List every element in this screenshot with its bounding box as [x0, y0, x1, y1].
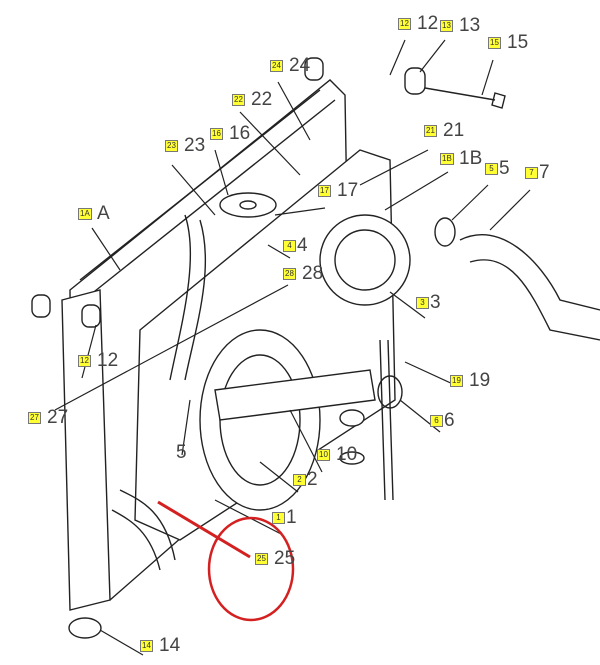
- callout-number: 23: [184, 135, 206, 156]
- callout-tag: 5: [485, 163, 498, 175]
- pressure-cap: [219, 192, 277, 218]
- upper-hose: [459, 234, 600, 341]
- callout-number: 10: [336, 444, 358, 465]
- bolt: [424, 87, 506, 109]
- callout-number: 5: [176, 442, 187, 463]
- callout-number: 24: [289, 55, 311, 76]
- mount-bushing: [404, 67, 426, 95]
- callout-number: 3: [430, 292, 441, 313]
- callout-tag: 6: [430, 415, 443, 427]
- callout-number: 25: [274, 548, 296, 569]
- callout-tag: 1: [272, 512, 285, 524]
- callout-tag: 25: [255, 553, 268, 565]
- callout-number: 5: [499, 158, 510, 179]
- hose-clamp: [434, 217, 456, 247]
- callout-tag: 10: [317, 449, 330, 461]
- callout-number: 12: [97, 350, 119, 371]
- callout-number: 2: [307, 469, 318, 490]
- callout-number: 22: [251, 89, 273, 110]
- fan-ring: [199, 329, 321, 511]
- callout-tag: 1B: [440, 153, 454, 165]
- radiator-top-tank: [79, 89, 336, 296]
- callout-number: 16: [229, 123, 251, 144]
- reservoir-hose: [169, 214, 207, 381]
- left-tank: [61, 289, 111, 611]
- callout-number: 4: [297, 235, 308, 256]
- callout-number: 14: [159, 635, 181, 656]
- callout-number: 15: [507, 32, 529, 53]
- callout-tag: 27: [28, 412, 41, 424]
- callout-tag: 7: [525, 167, 538, 179]
- callout-number: 19: [469, 370, 491, 391]
- callout-tag: 12: [398, 18, 411, 30]
- callout-number: 28: [302, 263, 324, 284]
- lower-insulator: [68, 617, 102, 639]
- callout-number: 12: [417, 13, 439, 34]
- callout-tag: 4: [283, 240, 296, 252]
- callout-tag: 22: [232, 94, 245, 106]
- callout-number: 6: [444, 410, 455, 431]
- callout-number: 7: [539, 162, 550, 183]
- callout-tag: 17: [318, 185, 331, 197]
- highlight-line: [157, 500, 251, 559]
- callout-tag: 3: [416, 297, 429, 309]
- callout-tag: 12: [78, 355, 91, 367]
- callout-tag: 1A: [78, 208, 92, 220]
- callout-tag: 2: [293, 474, 306, 486]
- lower-hose: [214, 369, 376, 421]
- callout-tag: 28: [283, 268, 296, 280]
- bottom-hose: [111, 489, 176, 571]
- callout-tag: 13: [440, 20, 453, 32]
- callout-number: 1B: [459, 148, 483, 169]
- callout-number: 21: [443, 120, 465, 141]
- callout-tag: 15: [488, 37, 501, 49]
- callout-tag: 23: [165, 140, 178, 152]
- callout-tag: 16: [210, 128, 223, 140]
- callout-number: 13: [459, 15, 481, 36]
- callout-tag: 24: [270, 60, 283, 72]
- callout-tag: 21: [424, 125, 437, 137]
- callout-tag: 19: [450, 375, 463, 387]
- callout-number: 1: [286, 507, 297, 528]
- callout-number: 17: [337, 180, 359, 201]
- highlight-circle: [207, 516, 295, 622]
- callout-tag: 14: [140, 640, 153, 652]
- callout-number: 27: [47, 407, 69, 428]
- callout-number: A: [97, 203, 110, 224]
- fan-motor: [319, 214, 411, 306]
- leader-lines: [54, 39, 531, 656]
